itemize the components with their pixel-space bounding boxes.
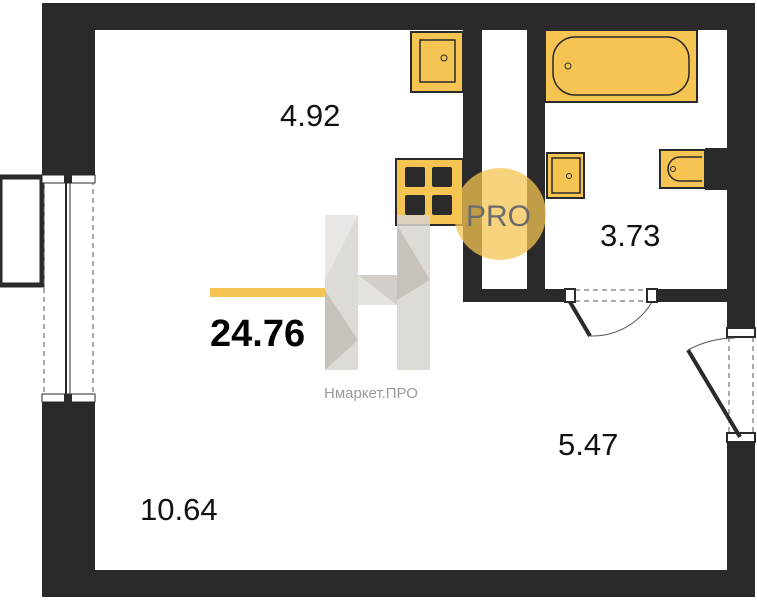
- entrance-door[interactable]: [686, 327, 756, 443]
- kitchen-sink-icon: [410, 31, 464, 93]
- pro-badge-circle: [454, 168, 546, 260]
- total-area: 24.76: [210, 313, 305, 355]
- watermark-logo: [325, 215, 430, 370]
- bathtub-icon: [544, 29, 698, 103]
- room-area-hallway: 5.47: [558, 427, 618, 462]
- pro-badge-text: PRO: [466, 200, 531, 233]
- total-area-underline: [210, 288, 325, 297]
- room-area-kitchen: 4.92: [280, 98, 340, 133]
- room-area-living: 10.64: [140, 492, 218, 527]
- bathroom-sink-icon: [546, 152, 585, 199]
- bathroom-door[interactable]: [564, 288, 658, 338]
- watermark-brand: Нмаркет.ПРО: [324, 385, 418, 402]
- toilet-icon: [659, 148, 727, 190]
- room-area-bathroom: 3.73: [600, 218, 660, 253]
- window-left: [0, 174, 96, 403]
